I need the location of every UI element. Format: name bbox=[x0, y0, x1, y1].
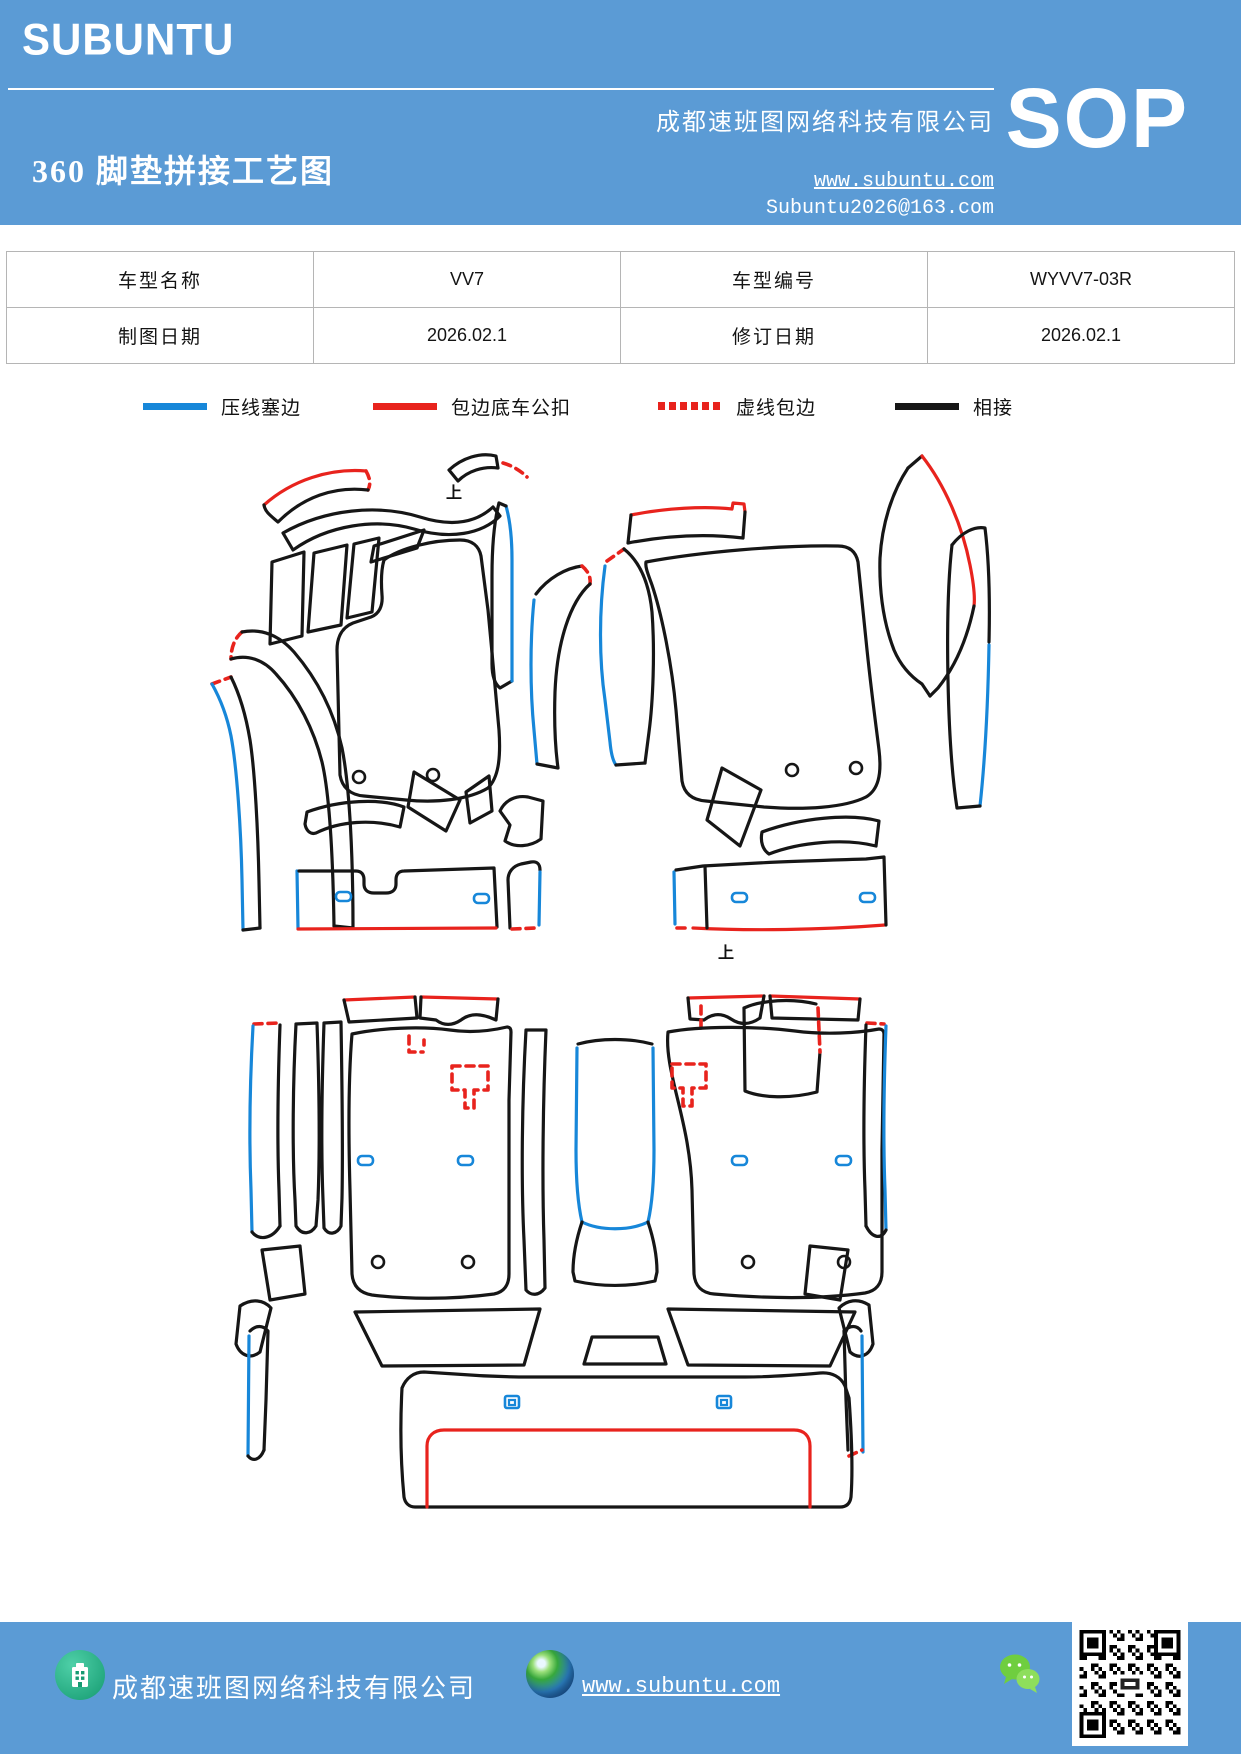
legend-label: 包边底车公扣 bbox=[451, 397, 572, 419]
header-email: Subuntu2026@163.com bbox=[765, 197, 994, 220]
legend-label: 相接 bbox=[973, 397, 1014, 419]
header-company-name: 成都速班图网络科技有限公司 bbox=[656, 110, 994, 136]
legend-item: 相接 bbox=[895, 392, 1013, 420]
header: SUBUNTU 360 脚垫拼接工艺图 成都速班图网络科技有限公司 www.su… bbox=[0, 0, 1241, 225]
vehicle-info-table: 车型名称 VV7 车型编号 WYVV7-03R 制图日期 2026.02.1 修… bbox=[6, 251, 1235, 364]
qr-code bbox=[1072, 1622, 1188, 1746]
page-title: 360 脚垫拼接工艺图 bbox=[32, 153, 335, 189]
model-name-label: 车型名称 bbox=[6, 251, 314, 308]
legend-item: 压线塞边 bbox=[143, 392, 301, 420]
drawing-date-value: 2026.02.1 bbox=[313, 307, 621, 364]
black-line-swatch bbox=[895, 402, 959, 410]
blue-line-swatch bbox=[143, 402, 207, 410]
table-row: 车型名称 VV7 车型编号 WYVV7-03R bbox=[6, 251, 1235, 308]
table-row: 制图日期 2026.02.1 修订日期 2026.02.1 bbox=[6, 307, 1235, 364]
legend-item: 包边底车公扣 bbox=[373, 392, 571, 420]
orientation-marker-rear: 上 bbox=[718, 944, 734, 962]
model-code-value: WYVV7-03R bbox=[927, 251, 1235, 308]
line-type-legend: 压线塞边 包边底车公扣 虚线包边 相接 bbox=[0, 392, 1241, 420]
legend-label: 虚线包边 bbox=[736, 397, 817, 419]
globe-icon bbox=[526, 1650, 574, 1698]
red-line-swatch bbox=[373, 402, 437, 410]
sop-label: SOP bbox=[1005, 71, 1189, 165]
legend-label: 压线塞边 bbox=[221, 397, 302, 419]
revision-date-value: 2026.02.1 bbox=[927, 307, 1235, 364]
red-dashed-swatch bbox=[658, 402, 722, 410]
brand-logo: SUBUNTU bbox=[22, 14, 235, 65]
model-name-value: VV7 bbox=[313, 251, 621, 308]
orientation-marker-front: 上 bbox=[446, 484, 462, 502]
header-divider bbox=[8, 88, 994, 90]
legend-item: 虚线包边 bbox=[658, 392, 816, 420]
footer: 成都速班图网络科技有限公司 www.subuntu.com bbox=[0, 1622, 1241, 1754]
footer-website-link[interactable]: www.subuntu.com bbox=[582, 1674, 781, 1699]
header-website-link[interactable]: www.subuntu.com bbox=[813, 170, 994, 193]
footer-company-name: 成都速班图网络科技有限公司 bbox=[112, 1674, 477, 1703]
wechat-icon bbox=[997, 1652, 1043, 1696]
drawing-date-label: 制图日期 bbox=[6, 307, 314, 364]
revision-date-label: 修订日期 bbox=[620, 307, 928, 364]
model-code-label: 车型编号 bbox=[620, 251, 928, 308]
building-icon bbox=[55, 1650, 105, 1700]
